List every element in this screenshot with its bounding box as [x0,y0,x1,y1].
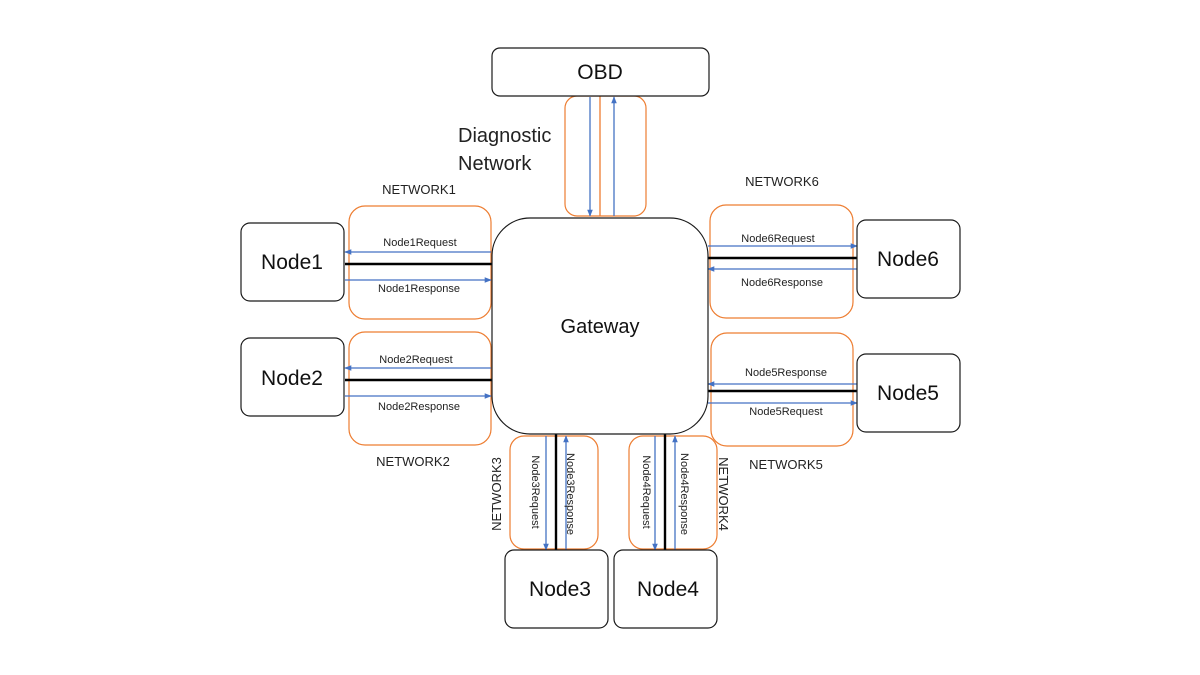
node2-box [240,337,345,417]
node3-box [504,549,609,629]
node5-box [856,353,961,433]
node5-response-label: Node5Response [745,367,827,379]
network2-frame [348,331,492,446]
node3-request-label: Node3Request [529,455,541,528]
node2-request-label: Node2Request [379,354,452,366]
node1-box [240,222,345,302]
obd-box [491,47,710,97]
node3-response-label: Node3Response [564,453,576,535]
node4-request-label: Node4Request [640,455,652,528]
node1-request-label: Node1Request [383,237,456,249]
network1-frame [348,205,492,320]
network6-frame [709,204,854,319]
node1-label: Node1 [261,251,323,274]
network2-label: NETWORK2 [376,454,450,469]
node5-request-label: Node5Request [749,406,822,418]
network3-label: NETWORK3 [489,457,504,531]
diagnostic-network-label-line2: Network [458,153,532,175]
obd-label: OBD [577,61,623,84]
node4-response-label: Node4Response [678,453,690,535]
network5-frame [710,332,854,447]
node5-label: Node5 [877,382,939,405]
gateway-label: Gateway [561,316,640,338]
network4-label: NETWORK4 [716,457,731,531]
node4-box [613,549,718,629]
node1-response-label: Node1Response [378,283,460,295]
node2-label: Node2 [261,367,323,390]
node6-label: Node6 [877,248,939,271]
node6-request-label: Node6Request [741,233,814,245]
node4-label: Node4 [637,578,699,601]
node3-label: Node3 [529,578,591,601]
node6-response-label: Node6Response [741,277,823,289]
diagnostic-network-frame [564,95,647,217]
node2-response-label: Node2Response [378,401,460,413]
network6-label: NETWORK6 [745,174,819,189]
network5-label: NETWORK5 [749,457,823,472]
network1-label: NETWORK1 [382,182,456,197]
gateway-box [491,217,709,435]
network3-frame [509,435,599,550]
node6-box [856,219,961,299]
diagnostic-network-label-line1: Diagnostic [458,125,551,147]
